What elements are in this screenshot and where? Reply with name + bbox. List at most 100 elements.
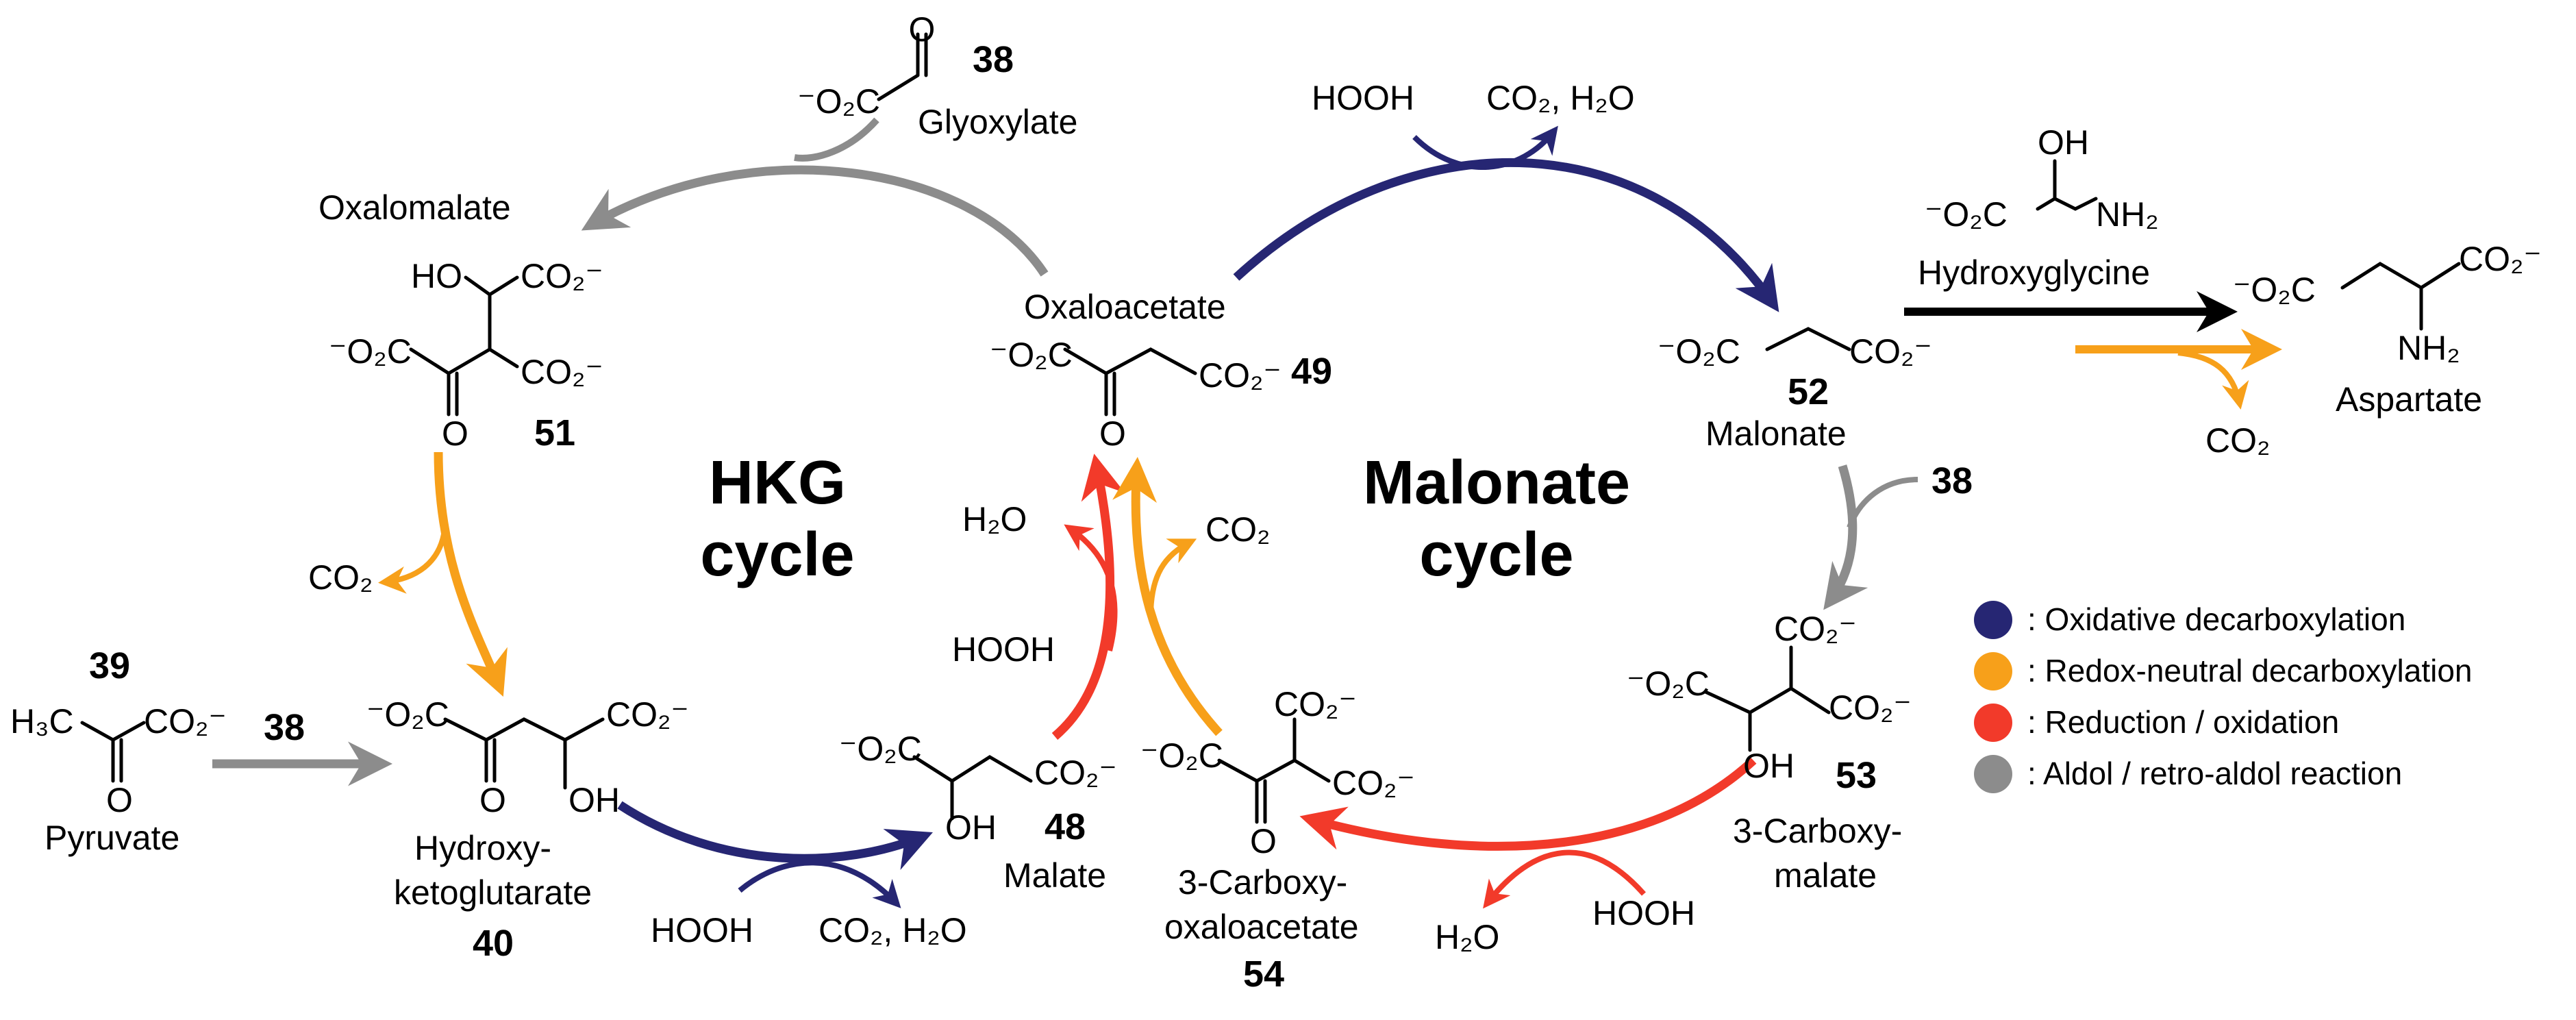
- hkg-oh: OH: [568, 781, 620, 819]
- malate-o2c: ⁻O₂C: [839, 730, 922, 768]
- h2o-byproduct-48-49: H₂O: [962, 500, 1027, 538]
- carboxyoxaloacetate-number: 54: [1243, 954, 1284, 995]
- malate-name: Malate: [1003, 856, 1106, 895]
- oxalomalate-ho: HO: [411, 257, 462, 295]
- decarb-arrow-51-40: [434, 451, 508, 697]
- carboxyoxaloacetate-name-2: oxaloacetate: [1164, 908, 1359, 946]
- co2-release-asp: [2177, 350, 2249, 410]
- co2-h2o-product-40-48: CO₂, H₂O: [818, 911, 967, 949]
- oxaloacetate-number: 49: [1291, 351, 1332, 392]
- malonate-name: Malonate: [1705, 414, 1847, 453]
- oxaloacetate-name: Oxaloacetate: [1024, 288, 1226, 326]
- carboxymalate-name-1: 3-Carboxy-: [1733, 812, 1902, 850]
- hooh-reagent-40-48: HOOH: [651, 911, 753, 949]
- legend: : Oxidative decarboxylation : Redox-neut…: [1974, 601, 2472, 793]
- pyruvate-number: 39: [89, 645, 130, 686]
- oxalomalate-oxo: O: [442, 414, 468, 453]
- glyoxylate-name: Glyoxylate: [918, 103, 1077, 141]
- oxdecarb-arrow-40-48: [617, 801, 934, 870]
- pyruvate-h3c: H₃C: [10, 702, 74, 741]
- hkg-number: 40: [473, 923, 514, 964]
- glyoxylate-oxo: O: [909, 10, 936, 49]
- glyoxylate-ref-39-40: 38: [264, 707, 305, 748]
- hooh-h2o-curve-48-49: [1064, 524, 1118, 651]
- malonate-52: ⁻O₂C CO₂⁻ 52 Malonate: [1658, 332, 1932, 453]
- oxdecarb-arrow-49-52: [1233, 158, 1779, 312]
- glyoxylate-38: O ⁻O₂C 38 Glyoxylate: [797, 10, 1077, 141]
- oxaloacetate-oxo: O: [1099, 414, 1126, 453]
- hydroxyketoglutarate-40: ⁻O₂C CO₂⁻ O OH Hydroxy- ketoglutarate 40: [366, 695, 689, 964]
- decarb-arrow-54-49: [1112, 457, 1223, 736]
- hkg-oxo: O: [479, 781, 506, 819]
- pyruvate-oxo: O: [106, 781, 133, 819]
- oxalomalate-co2-top: CO₂⁻: [521, 257, 603, 295]
- legend-label-reduction: : Reduction / oxidation: [2027, 704, 2339, 740]
- legend-swatch-oxidative: [1974, 601, 2012, 639]
- malonate-number: 52: [1788, 371, 1829, 412]
- carboxymalate-co2-top: CO₂⁻: [1774, 610, 1857, 648]
- aspartate-nh2: NH₂: [2397, 329, 2460, 367]
- hydroxyglycine-nh2: NH₂: [2096, 195, 2159, 234]
- carboxyoxaloacetate-name-1: 3-Carboxy-: [1178, 863, 1347, 901]
- legend-swatch-reduction: [1974, 704, 2012, 742]
- oxaloacetate-o2c: ⁻O₂C: [990, 336, 1073, 374]
- aspartate-o2c: ⁻O₂C: [2233, 271, 2316, 309]
- oxalomalate-51: Oxalomalate HO CO₂⁻ ⁻O₂C CO₂⁻ O 51: [318, 188, 603, 453]
- oxalomalate-o2c: ⁻O₂C: [329, 332, 412, 371]
- hooh-h2o-curve-53-54: [1483, 849, 1646, 909]
- oxaloacetate-49: Oxaloacetate ⁻O₂C CO₂⁻ 49 O: [990, 288, 1332, 453]
- hydroxyglycine-o2c: ⁻O₂C: [1925, 195, 2008, 234]
- pyruvate-name: Pyruvate: [45, 819, 179, 857]
- carboxymalate-name-2: malate: [1774, 856, 1877, 895]
- pyruvate-co2: CO₂⁻: [144, 702, 227, 741]
- arrows: [212, 117, 2282, 909]
- hydroxyglycine-oh: OH: [2038, 123, 2089, 162]
- co2-release-51-40: [378, 534, 447, 594]
- legend-label-oxidative: : Oxidative decarboxylation: [2027, 601, 2405, 637]
- hooh-curve-40-48: [738, 860, 901, 908]
- carboxymalate-53: CO₂⁻ ⁻O₂C CO₂⁻ OH 53 3-Carboxy- malate: [1627, 610, 1912, 895]
- legend-swatch-aldol: [1974, 755, 2012, 793]
- hkg-cycle-title-2: cycle: [700, 521, 854, 589]
- glyoxylate-feed-52-53: [1847, 477, 1918, 529]
- malonate-co2: CO₂⁻: [1849, 332, 1932, 371]
- carboxymalate-oh: OH: [1743, 747, 1795, 785]
- oxaloacetate-co2: CO₂⁻: [1199, 356, 1281, 395]
- h2o-byproduct-53-54: H₂O: [1435, 918, 1499, 956]
- aspartate-name: Aspartate: [2336, 380, 2482, 419]
- malate-co2: CO₂⁻: [1034, 754, 1117, 792]
- hooh-reagent-49-52: HOOH: [1312, 79, 1414, 117]
- malonate-o2c: ⁻O₂C: [1658, 332, 1740, 371]
- hydroxyglycine-name: Hydroxyglycine: [1918, 253, 2150, 292]
- pyruvate-39: 39 H₃C CO₂⁻ O Pyruvate: [10, 645, 227, 857]
- co2-byproduct-54-49: CO₂: [1205, 510, 1270, 549]
- oxalomalate-co2-bottom: CO₂⁻: [521, 353, 603, 391]
- co2-byproduct-asp: CO₂: [2205, 421, 2270, 460]
- aspartate-co2: CO₂⁻: [2459, 240, 2542, 278]
- aldol-arrow-52-53: [1823, 464, 1868, 610]
- hkg-cycle-title-1: HKG: [709, 449, 846, 517]
- glyoxylate-feed-curve: [794, 117, 879, 162]
- hooh-reagent-53-54: HOOH: [1592, 894, 1695, 932]
- carboxyoxaloacetate-oxo: O: [1250, 822, 1277, 860]
- carboxyoxaloacetate-54: CO₂⁻ ⁻O₂C CO₂⁻ O 3-Carboxy- oxaloacetate…: [1140, 685, 1415, 995]
- carboxymalate-o2c: ⁻O₂C: [1627, 664, 1710, 703]
- bonds: [80, 32, 2461, 824]
- co2-h2o-product-49-52: CO₂, H₂O: [1486, 79, 1635, 117]
- cycle-titles: HKG cycle Malonate cycle: [700, 449, 1630, 589]
- oxalomalate-number: 51: [534, 412, 575, 453]
- hooh-reagent-48-49: HOOH: [952, 630, 1055, 669]
- glyoxylate-o2c: ⁻O₂C: [797, 82, 880, 121]
- aspartate: ⁻O₂C CO₂⁻ NH₂ Aspartate: [2233, 240, 2542, 419]
- legend-swatch-redox-neutral: [1974, 652, 2012, 691]
- hkg-name-2: ketoglutarate: [394, 873, 592, 912]
- hkg-co2: CO₂⁻: [606, 695, 689, 734]
- hkg-o2c: ⁻O₂C: [366, 695, 449, 734]
- malate-number: 48: [1045, 806, 1086, 847]
- hkg-name-1: Hydroxy-: [414, 829, 551, 867]
- oxalomalate-name: Oxalomalate: [318, 188, 511, 227]
- carboxymalate-co2-right: CO₂⁻: [1829, 688, 1912, 727]
- malate-48: ⁻O₂C CO₂⁻ OH 48 Malate: [839, 730, 1117, 895]
